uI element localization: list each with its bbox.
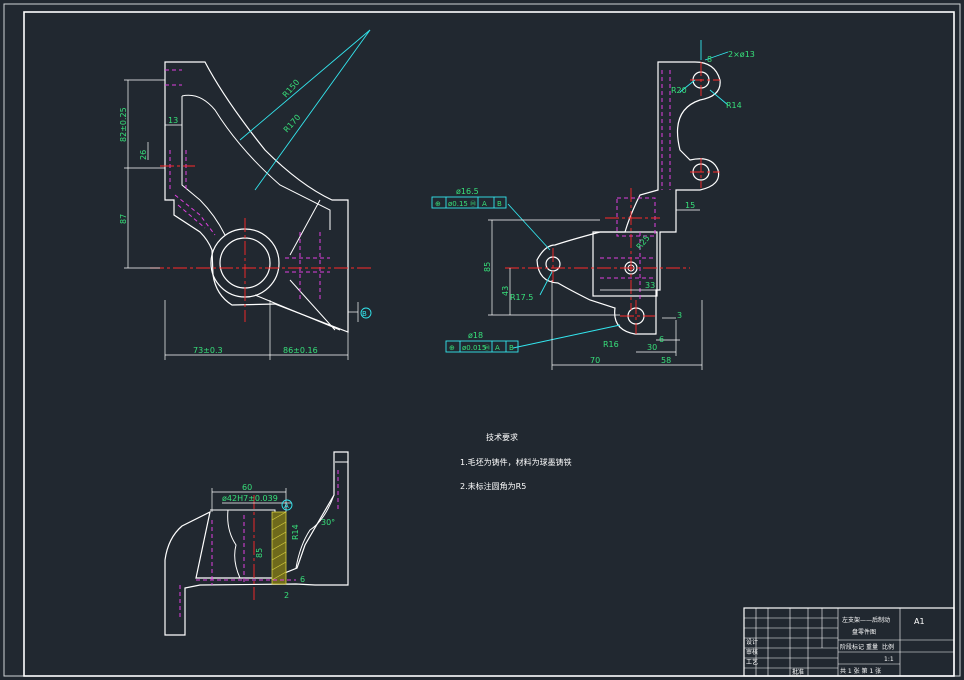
dim-6: 6 [659, 335, 664, 344]
side-hidden-lines [600, 70, 671, 300]
dim-60: 60 [242, 483, 252, 492]
tb-scale: 1:1 [884, 656, 894, 663]
side-view: ø16.5 ⊕ ø0.15 Ⓜ A B ø18 ⊕ ø0.015 Ⓜ A B 2… [431, 40, 755, 370]
side-boss-block [592, 231, 658, 297]
tb-design: 设计 [746, 638, 758, 646]
dim-3: 3 [677, 311, 682, 320]
front-inner-rib [181, 94, 331, 236]
tb-sheet-info: 共 1 张 第 1 张 [840, 667, 881, 675]
front-outline [164, 61, 349, 333]
tb-sheet-size: A1 [914, 617, 925, 626]
dim-87: 87 [119, 214, 128, 224]
dim-13: 13 [168, 116, 178, 125]
front-boss-outer [210, 228, 280, 298]
dim-70: 70 [590, 356, 600, 365]
front-web [254, 199, 341, 331]
side-centerlines [505, 62, 720, 334]
dim-30deg: 30° [321, 518, 335, 527]
tb-part-name-2: 盘零件图 [852, 628, 876, 636]
dim-r14-section: R14 [291, 524, 300, 540]
tb-check: 审核 [746, 648, 758, 656]
front-radius-leaders [239, 29, 371, 191]
front-hidden-lines [165, 69, 330, 300]
dim-2x13: 2×ø13 [728, 50, 755, 59]
tb-scale-label: 比例 [882, 643, 894, 651]
tb-stage-label: 阶段标记 [840, 643, 864, 651]
fcf-bottom-datum1: A [495, 344, 500, 352]
side-leaders [507, 40, 729, 349]
tech-note-2: 2.未标注圆角为R5 [460, 481, 526, 491]
tech-title: 技术要求 [486, 432, 518, 442]
dim-43: 43 [501, 286, 510, 296]
dim-r20: R20 [671, 86, 687, 95]
dim-85-section: 85 [255, 548, 264, 558]
tb-part-name-1: 左支架——后制动 [842, 616, 890, 624]
dim-r150: R150 [281, 78, 302, 100]
fcf-top-datum1: A [482, 200, 487, 208]
front-dim-lines [124, 79, 359, 360]
section-hatch [271, 511, 287, 585]
fcf-top-dia: ø16.5 [456, 187, 479, 196]
front-view: B 82±0.25 87 13 26 73±0.3 86±0.16 R150 R… [119, 29, 372, 360]
tb-weight-label: 重量 [866, 643, 878, 651]
dim-r17-5: R17.5 [510, 293, 533, 302]
dim-73: 73±0.3 [193, 346, 223, 355]
dim-15: 15 [685, 201, 695, 210]
section-view: A 60 ø42H7±0.039 30° R14 85 2 6 [164, 451, 349, 636]
fcf-bottom-mod: Ⓜ [484, 344, 490, 352]
fcf-top-tol: ø0.15 [448, 200, 468, 208]
tb-process: 工艺 [746, 658, 758, 666]
side-dim-lines [488, 209, 703, 370]
dim-r14: R14 [726, 101, 742, 110]
fcf-bottom-datum2: B [509, 344, 514, 352]
front-centerlines [150, 165, 372, 322]
dim-30: 30 [647, 343, 657, 352]
tech-note-1: 1.毛坯为铸件，材料为球墨铸铁 [460, 457, 572, 467]
dim-r16: R16 [603, 340, 619, 349]
fcf-bottom-dia: ø18 [468, 331, 483, 340]
front-datum-b: B [362, 310, 367, 318]
dim-6-section: 6 [300, 575, 305, 584]
fcf-bottom-sym: ⊕ [449, 344, 455, 352]
section-datum-a-circle [281, 499, 293, 511]
title-block: 左支架——后制动 盘零件图 A1 阶段标记 重量 比例 1:1 共 1 张 第 … [743, 607, 955, 677]
dim-r170: R170 [282, 113, 303, 135]
tb-approve: 批准 [792, 668, 804, 676]
dim-26: 26 [139, 150, 148, 160]
dim-58: 58 [661, 356, 671, 365]
fcf-top-mod: Ⓜ [470, 200, 476, 208]
section-hidden-lines [179, 470, 339, 620]
side-outline [536, 61, 721, 335]
dim-33: 33 [645, 281, 655, 290]
front-datum-b-circle [360, 307, 372, 319]
fcf-top: ø16.5 ⊕ ø0.15 Ⓜ A B [431, 187, 507, 209]
dim-8: 8 [707, 55, 712, 64]
technical-requirements: 技术要求 1.毛坯为铸件，材料为球墨铸铁 2.未标注圆角为R5 [460, 432, 572, 491]
fcf-top-datum2: B [497, 200, 502, 208]
fcf-top-sym: ⊕ [435, 200, 441, 208]
outer-frame [3, 3, 961, 677]
section-datum-a: A [284, 502, 289, 510]
section-inner [210, 461, 348, 579]
fcf-bottom: ø18 ⊕ ø0.015 Ⓜ A B [445, 331, 519, 353]
dim-82: 82±0.25 [119, 107, 128, 142]
section-outline [164, 451, 349, 636]
inner-frame [23, 11, 955, 677]
dim-42h7: ø42H7±0.039 [222, 494, 278, 503]
dim-85: 85 [483, 262, 492, 272]
dim-86: 86±0.16 [283, 346, 318, 355]
fcf-bottom-tol: ø0.015 [462, 344, 486, 352]
dim-2-section: 2 [284, 591, 289, 600]
